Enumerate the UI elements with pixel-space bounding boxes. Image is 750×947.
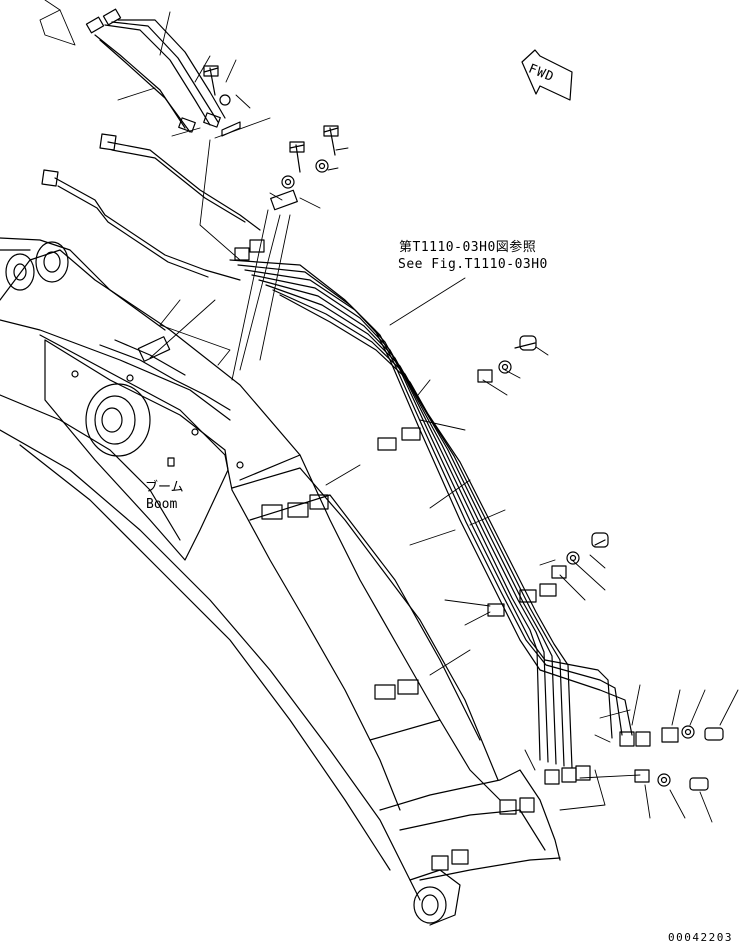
reference-label-en: See Fig.T1110-03H0 <box>398 257 548 272</box>
forward-direction-arrow-icon <box>521 49 573 101</box>
boom-label-en: Boom <box>146 497 178 512</box>
boom-label-jp: ブーム <box>145 480 184 495</box>
leader-lines <box>39 0 739 823</box>
document-number: 00042203 <box>668 931 733 944</box>
reference-label-jp: 第T1110-03H0図参照 <box>399 240 537 255</box>
bolts-and-washers <box>203 65 724 791</box>
pipe-clamps <box>137 189 679 871</box>
boom-structure <box>0 237 561 926</box>
hydraulic-pipe-bundle <box>41 8 633 769</box>
